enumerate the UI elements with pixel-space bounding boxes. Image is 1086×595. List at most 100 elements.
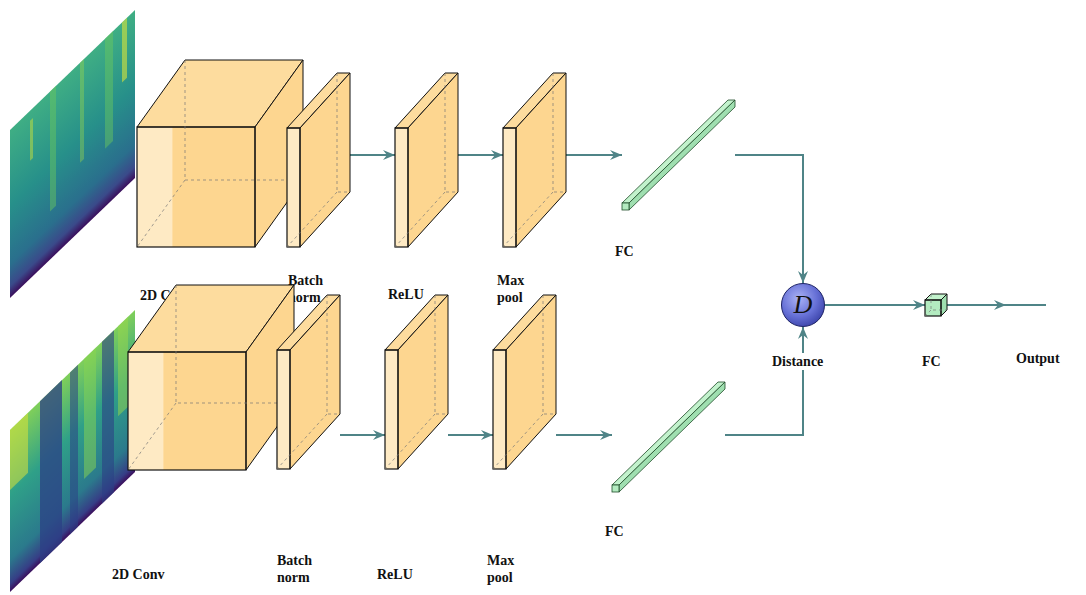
shape-outline: [137, 60, 303, 247]
hidden-edge: [493, 295, 556, 469]
front-face: [128, 352, 246, 470]
spectrogram-band: [70, 365, 78, 535]
hidden-edge: [925, 294, 947, 316]
bar-end: [622, 203, 629, 210]
front-face: [395, 128, 408, 247]
shape-outline: [622, 100, 735, 210]
flow-arrow: [556, 434, 612, 436]
flow-arrow: [458, 154, 503, 156]
hidden-edge: [503, 73, 566, 247]
front-face: [493, 350, 506, 469]
output-label: Output: [1016, 350, 1060, 367]
layer-shape: [395, 73, 458, 247]
layer-slab: Max pool: [503, 73, 566, 281]
layer-box: 2D Conv: [128, 285, 294, 487]
spectrogram-band: [102, 330, 114, 504]
spectrogram-streak: [122, 18, 127, 83]
front-edge: [287, 128, 300, 247]
distance-circle: [782, 284, 825, 327]
bar-side: [619, 382, 725, 492]
layer-shape: [287, 73, 350, 247]
layer-name: ReLU: [377, 566, 413, 583]
output-line: [946, 304, 1046, 306]
front-face: [503, 128, 516, 247]
layer-name: 2D Conv: [112, 566, 165, 583]
layer-name: Max pool: [497, 272, 543, 306]
layer-shape: [503, 73, 566, 247]
bar-end: [612, 485, 619, 492]
shape-outline: [287, 73, 350, 247]
bar-top: [612, 382, 725, 485]
front-edge: [493, 350, 506, 469]
side-face: [300, 73, 350, 247]
hidden-edge: [395, 73, 458, 247]
layer-bar: FC: [612, 382, 725, 509]
front-edge: [128, 352, 246, 470]
layer-slab: Max pool: [493, 295, 556, 503]
bar-top: [622, 100, 735, 203]
flow-arrow: [725, 327, 803, 435]
side-face: [941, 294, 947, 316]
spectrogram-streak: [118, 317, 128, 417]
side-face: [290, 295, 340, 469]
shape-outline: [395, 73, 458, 247]
layer-circle: DDistance: [781, 283, 825, 344]
hidden-edge: [277, 295, 340, 469]
shape-outline: [612, 382, 725, 492]
spectrogram-top: [10, 10, 135, 298]
front-edge: [395, 128, 408, 247]
front-face: [277, 350, 290, 469]
layer-shape: D: [781, 283, 825, 327]
layer-shape: [277, 295, 340, 469]
spectrogram-bottom: [10, 310, 135, 592]
front-face: [385, 350, 398, 469]
layer-name: FC: [605, 523, 624, 540]
spectrogram-streak: [105, 31, 113, 149]
front-edge: [385, 350, 398, 469]
node-symbol: D: [794, 291, 813, 319]
spectrogram-band: [40, 380, 62, 563]
flow-arrow: [825, 304, 925, 306]
layer-name: ReLU: [388, 286, 424, 303]
shape-outline: [128, 285, 294, 470]
side-face: [255, 60, 303, 247]
spectrogram-streak: [80, 59, 84, 163]
layer-box: 2D Conv: [137, 60, 303, 264]
spectrogram-ground: [10, 310, 135, 592]
layer-shape: [137, 60, 303, 247]
layer-shape: [925, 294, 947, 316]
flow-arrow: [340, 434, 385, 436]
layer-shape: [493, 295, 556, 469]
side-face: [516, 73, 566, 247]
flow-arrow: [735, 155, 803, 283]
front-edge: [503, 128, 516, 247]
side-face: [506, 295, 556, 469]
flow-arrow: [350, 154, 395, 156]
side-face: [246, 285, 294, 470]
layer-name: Max pool: [487, 552, 533, 586]
layer-slab: Batch norm: [287, 73, 350, 281]
front-edge: [137, 127, 255, 247]
hidden-edge: [385, 295, 448, 469]
bar-side: [629, 100, 735, 210]
layer-slab: Batch norm: [277, 295, 340, 503]
shape-outline: [493, 295, 556, 469]
hidden-edge: [128, 285, 294, 470]
spectrogram-streak: [50, 86, 56, 212]
front-edge: [277, 350, 290, 469]
layer-bar: FC: [622, 100, 735, 227]
layer-shape: [612, 382, 725, 492]
side-face: [408, 73, 458, 247]
spectrogram-streak: [10, 413, 28, 490]
front-edge: [925, 300, 941, 316]
layer-name: Distance: [770, 353, 825, 370]
front-face: [137, 127, 255, 247]
layer-slab: ReLU: [395, 73, 458, 264]
layer-name: Batch norm: [277, 552, 323, 586]
hidden-edge: [137, 60, 303, 247]
spectrogram-streak: [30, 118, 33, 161]
spectrogram-streak: [84, 347, 96, 479]
side-face: [398, 295, 448, 469]
shape-outline: [925, 294, 947, 316]
